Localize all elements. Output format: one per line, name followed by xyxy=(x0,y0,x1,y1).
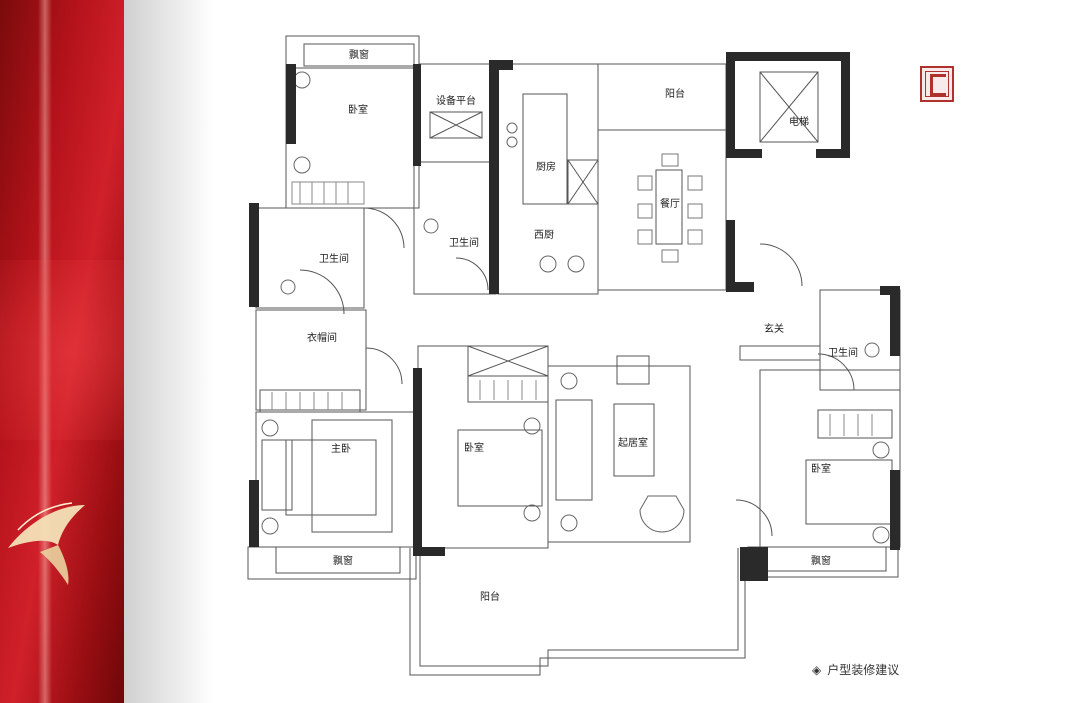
room-label-balcony-bottom: 阳台 xyxy=(480,590,500,603)
caption: ◈ 户型装修建议 xyxy=(812,661,899,678)
room-label-bathroom-e: 卫生间 xyxy=(828,346,858,359)
room-label-entrance: 玄关 xyxy=(764,322,784,335)
room-label-master-bedroom: 主卧 xyxy=(331,442,351,455)
room-label-bay-window-top: 飘窗 xyxy=(349,48,369,61)
room-label-bay-window-bl: 飘窗 xyxy=(333,554,353,567)
room-label-kitchen: 厨房 xyxy=(536,160,556,173)
room-label-cloakroom: 衣帽间 xyxy=(307,331,337,344)
room-label-elevator: 电梯 xyxy=(789,115,809,128)
room-label-bedroom-e: 卧室 xyxy=(811,462,831,475)
room-label-dining: 餐厅 xyxy=(660,197,680,210)
room-label-living-room: 起居室 xyxy=(618,436,648,449)
seal-stamp xyxy=(920,66,954,102)
room-label-bathroom-w: 卫生间 xyxy=(319,252,349,265)
decorative-red-banner xyxy=(0,0,124,703)
swallow-logo xyxy=(8,502,85,585)
room-label-bedroom-c: 卧室 xyxy=(464,441,484,454)
caption-text: 户型装修建议 xyxy=(827,663,900,677)
room-label-equipment-platform: 设备平台 xyxy=(436,94,476,107)
room-label-bedroom-nw: 卧室 xyxy=(348,103,368,116)
banner-shadow xyxy=(124,0,214,703)
diamond-icon: ◈ xyxy=(812,663,822,677)
room-label-bay-window-br: 飘窗 xyxy=(811,554,831,567)
room-label-balcony-top: 阳台 xyxy=(665,87,685,100)
room-label-western-kitchen: 西厨 xyxy=(534,229,554,241)
room-label-bathroom-c: 卫生间 xyxy=(449,236,479,249)
